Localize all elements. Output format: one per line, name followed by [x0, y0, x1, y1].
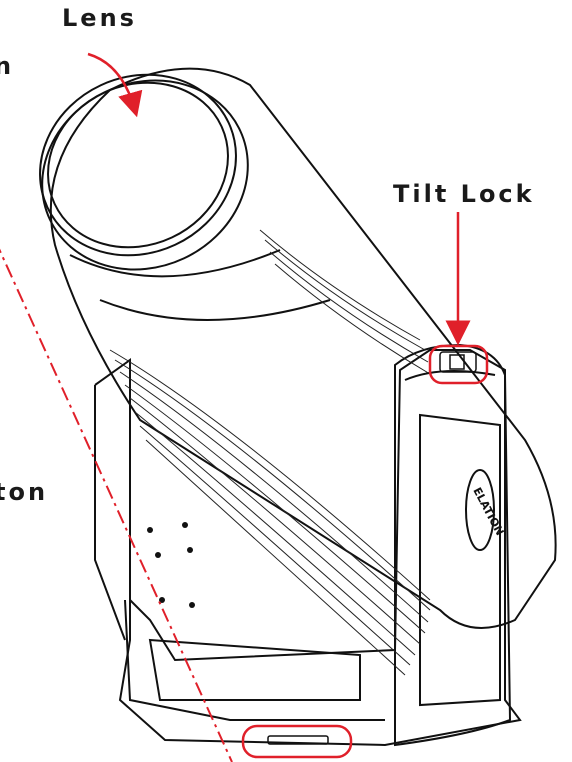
- fixture-base: [94, 349, 522, 747]
- partial-label-top: n: [0, 52, 15, 80]
- mounting-holes: [147, 522, 195, 608]
- lens-callout-arrow: [87, 52, 143, 118]
- pan-lock-highlight: [241, 724, 353, 759]
- pan-lock-part: [267, 735, 329, 745]
- cooling-fins: [109, 229, 431, 676]
- logo-plate: [465, 469, 495, 551]
- partial-label-bottom: ton: [0, 478, 49, 506]
- right-yoke-arm: [394, 343, 512, 747]
- tilt-lock-part: [439, 351, 477, 373]
- tilt-lock-highlight: [428, 344, 489, 385]
- lens-label: Lens: [62, 4, 137, 32]
- tilt-lock-label: Tilt Lock: [393, 180, 535, 208]
- fixture-head: [39, 67, 557, 629]
